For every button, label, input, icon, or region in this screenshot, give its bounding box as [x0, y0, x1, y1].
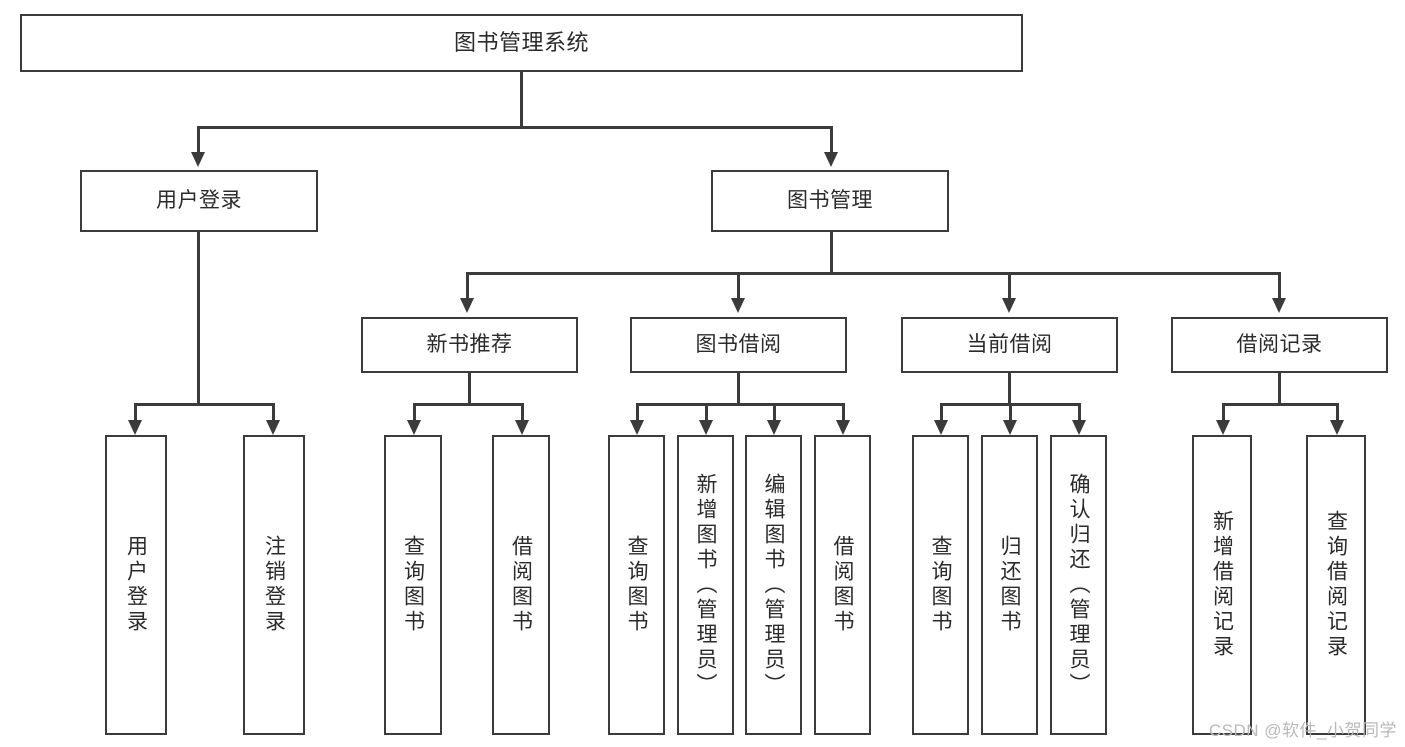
edge-drop-bb-add: [705, 403, 708, 423]
arrowhead-cb-confirm: [1072, 420, 1086, 435]
arrowhead-nb-borrow: [515, 420, 529, 435]
node-label: 当前借阅: [966, 332, 1053, 356]
node-label: 新增图书（管理员）: [694, 472, 717, 698]
edge-drop-cb-confirm: [1078, 403, 1081, 423]
node-label: 注销登录: [262, 535, 286, 635]
node-book-borrow[interactable]: 图书借阅: [630, 317, 847, 373]
edge-drop-current-borrow: [1008, 272, 1011, 300]
node-book-management[interactable]: 图书管理: [711, 170, 949, 232]
arrowhead-leaf-user-login: [128, 420, 142, 435]
arrowhead-br-query: [1330, 420, 1344, 435]
edge-drop-book-management: [830, 126, 833, 154]
node-borrow-record[interactable]: 借阅记录: [1171, 317, 1388, 373]
leaf-cb-return-book[interactable]: 归还图书: [981, 435, 1038, 735]
node-label: 确认归还（管理员）: [1067, 472, 1090, 698]
leaf-bb-edit-book-admin[interactable]: 编辑图书（管理员）: [745, 435, 802, 735]
node-current-borrow[interactable]: 当前借阅: [901, 317, 1118, 373]
edge-new-book-stem: [468, 373, 471, 405]
node-label: 编辑图书（管理员）: [762, 472, 785, 698]
node-user-login[interactable]: 用户登录: [80, 170, 318, 232]
node-label: 借阅图书: [509, 535, 533, 635]
edge-root-stem: [520, 72, 523, 128]
edge-drop-leaf-user-login: [134, 403, 137, 423]
edge-drop-br-add: [1222, 403, 1225, 423]
edge-drop-bb-borrow: [842, 403, 845, 423]
edge-bus-level3: [466, 272, 1280, 275]
leaf-user-login[interactable]: 用户登录: [105, 435, 167, 735]
arrowhead-current-borrow: [1002, 298, 1016, 313]
leaf-nb-query-book[interactable]: 查询图书: [384, 435, 442, 735]
edge-user-login-stem: [197, 232, 200, 405]
node-label: 归还图书: [998, 535, 1021, 635]
edge-bus-new-book-leaves: [413, 403, 523, 406]
edge-drop-leaf-logout: [272, 403, 275, 423]
arrowhead-bb-borrow: [836, 420, 850, 435]
arrowhead-cb-return: [1003, 420, 1017, 435]
node-label: 新增借阅记录: [1210, 510, 1234, 660]
arrowhead-new-book: [460, 298, 474, 313]
arrowhead-br-add: [1216, 420, 1230, 435]
leaf-bb-borrow-book[interactable]: 借阅图书: [814, 435, 871, 735]
arrowhead-book-management: [824, 152, 838, 167]
node-label: 查询图书: [401, 535, 425, 635]
node-label: 查询图书: [929, 535, 952, 635]
node-label: 图书管理系统: [453, 30, 589, 56]
node-label: 图书管理: [787, 188, 873, 212]
edge-current-borrow-stem: [1008, 373, 1011, 405]
arrowhead-leaf-logout: [266, 420, 280, 435]
edge-drop-nb-borrow: [521, 403, 524, 423]
node-label: 新书推荐: [426, 332, 513, 356]
edge-book-management-stem: [830, 232, 833, 274]
node-new-book-recommend[interactable]: 新书推荐: [361, 317, 578, 373]
edge-drop-borrow-record: [1278, 272, 1281, 300]
edge-drop-new-book: [466, 272, 469, 300]
edge-borrow-record-stem: [1278, 373, 1281, 405]
leaf-nb-borrow-book[interactable]: 借阅图书: [492, 435, 550, 735]
node-label: 借阅图书: [831, 535, 854, 635]
edge-book-borrow-stem: [737, 373, 740, 405]
edge-drop-user-login: [197, 126, 200, 154]
edge-bus-user-login-leaves: [134, 403, 274, 406]
leaf-cb-confirm-return-admin[interactable]: 确认归还（管理员）: [1050, 435, 1107, 735]
leaf-bb-query-book[interactable]: 查询图书: [608, 435, 665, 735]
node-label: 查询图书: [625, 535, 648, 635]
node-label: 用户登录: [124, 535, 148, 635]
node-label: 查询借阅记录: [1324, 510, 1348, 660]
arrowhead-cb-query: [934, 420, 948, 435]
leaf-logout[interactable]: 注销登录: [243, 435, 305, 735]
node-label: 用户登录: [156, 188, 242, 212]
arrowhead-bb-edit: [767, 420, 781, 435]
watermark-text: CSDN @软件_小贺同学: [1208, 721, 1397, 740]
edge-drop-bb-query: [636, 403, 639, 423]
arrowhead-bb-query: [630, 420, 644, 435]
node-label: 借阅记录: [1236, 332, 1323, 356]
edge-drop-cb-query: [940, 403, 943, 423]
edge-bus-borrow-record-leaves: [1222, 403, 1336, 406]
arrowhead-user-login: [191, 152, 205, 167]
leaf-cb-query-book[interactable]: 查询图书: [912, 435, 969, 735]
edge-bus-book-borrow-leaves: [636, 403, 842, 406]
node-label: 图书借阅: [695, 332, 782, 356]
arrowhead-nb-query: [407, 420, 421, 435]
edge-drop-nb-query: [413, 403, 416, 423]
edge-drop-cb-return: [1009, 403, 1012, 423]
arrowhead-bb-add: [699, 420, 713, 435]
edge-drop-book-borrow: [737, 272, 740, 300]
node-root-book-management-system[interactable]: 图书管理系统: [20, 14, 1023, 72]
edge-drop-br-query: [1336, 403, 1339, 423]
leaf-br-query-record[interactable]: 查询借阅记录: [1306, 435, 1366, 735]
arrowhead-borrow-record: [1272, 298, 1286, 313]
arrowhead-book-borrow: [731, 298, 745, 313]
leaf-bb-add-book-admin[interactable]: 新增图书（管理员）: [677, 435, 734, 735]
edge-bus-level2: [197, 126, 832, 129]
leaf-br-add-record[interactable]: 新增借阅记录: [1192, 435, 1252, 735]
edge-drop-bb-edit: [773, 403, 776, 423]
